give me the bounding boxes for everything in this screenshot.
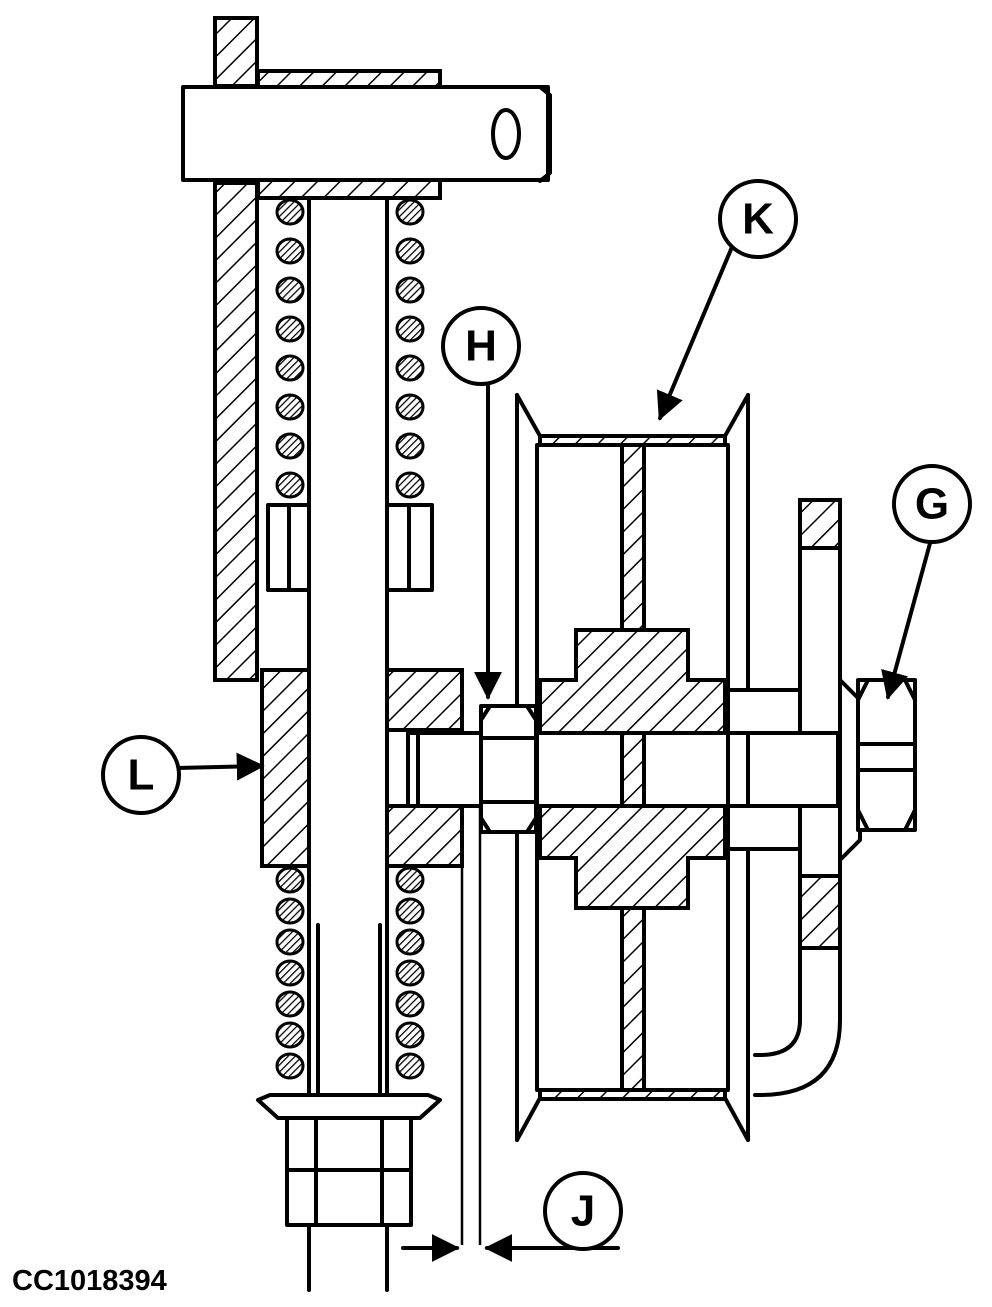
flange-washer xyxy=(838,678,862,862)
spring-coil xyxy=(395,1021,425,1049)
spring-coil xyxy=(275,315,305,343)
lower-tube xyxy=(316,923,382,1097)
spring-rod xyxy=(307,196,389,1097)
spring-coil xyxy=(275,959,305,987)
callout-h-label: H xyxy=(465,322,497,371)
spring-coil xyxy=(395,1052,425,1080)
spring-coil xyxy=(395,198,425,226)
spring-coil xyxy=(395,990,425,1018)
leader-l xyxy=(175,752,265,781)
leader-k xyxy=(656,226,742,421)
callout-l-label: L xyxy=(128,751,155,800)
spring-coil xyxy=(395,897,425,925)
spring-coil xyxy=(395,276,425,304)
callout-k-label: K xyxy=(742,195,774,244)
measurement-guide-lines xyxy=(460,800,482,1245)
idler-pulley xyxy=(515,393,802,1142)
callout-j-label: J xyxy=(571,1187,595,1236)
spring-coil xyxy=(275,237,305,265)
upper-spring xyxy=(275,198,425,499)
spring-coil xyxy=(395,237,425,265)
handle-slot xyxy=(491,108,521,160)
spring-coil xyxy=(275,393,305,421)
spring-coil xyxy=(275,866,305,894)
spring-coil xyxy=(395,432,425,460)
spring-coil xyxy=(395,315,425,343)
spring-coil xyxy=(275,928,305,956)
spring-coil xyxy=(275,198,305,226)
leader-g xyxy=(881,534,934,700)
spring-coil xyxy=(395,928,425,956)
spring-coil xyxy=(395,959,425,987)
spring-coil xyxy=(395,866,425,894)
callout-j: J xyxy=(543,1171,623,1251)
callout-g-label: G xyxy=(915,480,949,529)
leader-lines xyxy=(175,226,934,1262)
release-handle xyxy=(181,85,552,183)
spring-coil xyxy=(275,990,305,1018)
spring-coil xyxy=(275,1021,305,1049)
spring-coil xyxy=(275,471,305,499)
idler-arm xyxy=(753,498,842,1097)
spring-coil xyxy=(275,432,305,460)
callout-l: L xyxy=(101,735,181,815)
spring-guide-collar xyxy=(266,503,434,592)
jam-nut xyxy=(479,704,538,834)
spring-coil xyxy=(275,897,305,925)
callout-k: K xyxy=(718,179,798,259)
spring-coil xyxy=(275,1052,305,1080)
lower-spring xyxy=(275,866,425,1080)
mounting-bracket xyxy=(213,16,259,682)
flange-nut xyxy=(856,678,917,832)
callout-g: G xyxy=(892,464,972,544)
spring-coil xyxy=(275,276,305,304)
figure-id: CC1018394 xyxy=(12,1265,167,1297)
bottom-jam-nuts xyxy=(256,1093,442,1292)
spring-coil xyxy=(395,393,425,421)
callout-h: H xyxy=(441,306,521,386)
spring-coil xyxy=(395,354,425,382)
upper-spring-cap xyxy=(256,69,442,200)
spring-coil xyxy=(275,354,305,382)
spring-coil xyxy=(395,471,425,499)
